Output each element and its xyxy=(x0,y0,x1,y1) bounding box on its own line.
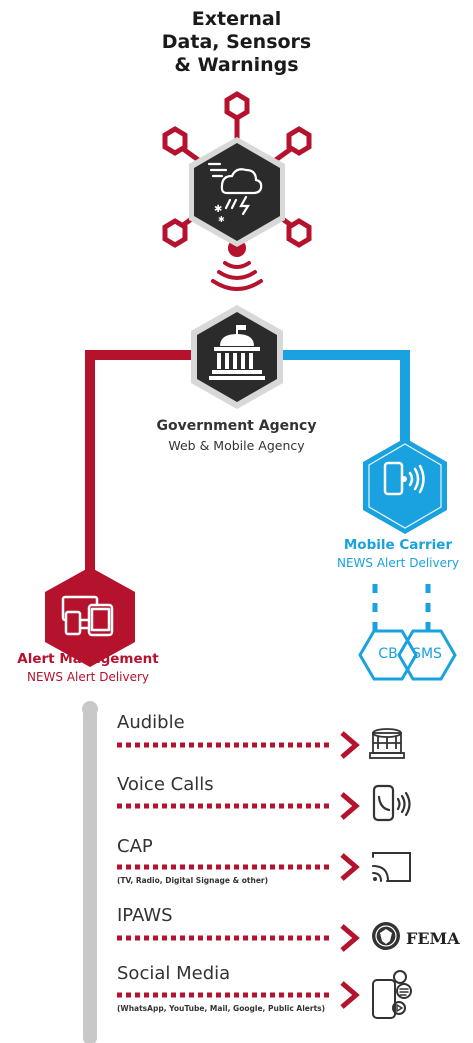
social-phone-icon xyxy=(372,970,412,1019)
arrow-audible xyxy=(117,731,360,759)
node-hexagon xyxy=(224,91,250,121)
alert-management-subtitle: NEWS Alert Delivery xyxy=(26,670,150,684)
node-hexagon xyxy=(286,126,312,156)
mobile-carrier-subtitle: NEWS Alert Delivery xyxy=(336,556,460,570)
channel-label-cap: CAP xyxy=(117,836,153,857)
channel-label-voice-calls: Voice Calls xyxy=(117,774,214,795)
node-hexagon xyxy=(286,218,312,248)
siren-icon xyxy=(369,728,405,759)
channel-sublabel-social-media: (WhatsApp, YouTube, Mail, Google, Public… xyxy=(117,1004,326,1013)
title-line: External xyxy=(191,8,282,30)
timeline-top xyxy=(82,701,98,717)
arrow-cap xyxy=(117,853,360,881)
government-agency-label: Government Agency xyxy=(156,418,317,434)
government-agency-subtitle: Web & Mobile Agency xyxy=(168,438,305,453)
channel-label-audible: Audible xyxy=(117,712,185,733)
devices-icon xyxy=(61,595,114,637)
external-sensor-hub xyxy=(162,91,312,257)
title-line: Data, Sensors xyxy=(161,31,312,53)
title-line: & Warnings xyxy=(174,54,299,76)
cb-badge-label: CB xyxy=(378,646,398,662)
government-building-icon xyxy=(209,325,265,380)
arrow-social-media xyxy=(117,981,360,1009)
mobile-carrier-label: Mobile Carrier xyxy=(343,537,453,553)
connector-lines xyxy=(85,350,410,604)
svg-text:✱: ✱ xyxy=(218,215,225,224)
channel-label-social-media: Social Media xyxy=(117,963,231,984)
arrow-voice-calls xyxy=(117,792,360,820)
mobile-carrier-node xyxy=(363,438,447,534)
svg-text:✱: ✱ xyxy=(214,204,222,215)
fema-logo-text: FEMA xyxy=(406,929,460,948)
broadcast-waves-icon xyxy=(211,261,263,291)
cast-icon xyxy=(372,852,411,882)
node-hexagon xyxy=(162,126,188,156)
phone-call-icon xyxy=(372,784,411,822)
diagram-title: External Data, Sensors & Warnings xyxy=(0,8,473,77)
mobile-broadcast-icon xyxy=(383,461,425,496)
alert-management-label: Alert Management xyxy=(17,651,159,667)
delivery-badges xyxy=(358,629,457,681)
node-hexagon xyxy=(162,218,188,248)
arrow-ipaws xyxy=(117,924,360,952)
cb-badge xyxy=(358,629,418,681)
channel-arrows xyxy=(117,731,360,1009)
channel-label-ipaws: IPAWS xyxy=(117,905,173,926)
carrier-dashes xyxy=(372,584,431,632)
fema-seal-icon xyxy=(372,922,400,950)
storm-cloud-icon: ✱ ✱ xyxy=(207,162,263,224)
sms-badge-label: SMS xyxy=(412,646,442,662)
channel-sublabel-cap: (TV, Radio, Digital Signage & other) xyxy=(117,876,269,885)
sms-badge xyxy=(397,629,457,681)
